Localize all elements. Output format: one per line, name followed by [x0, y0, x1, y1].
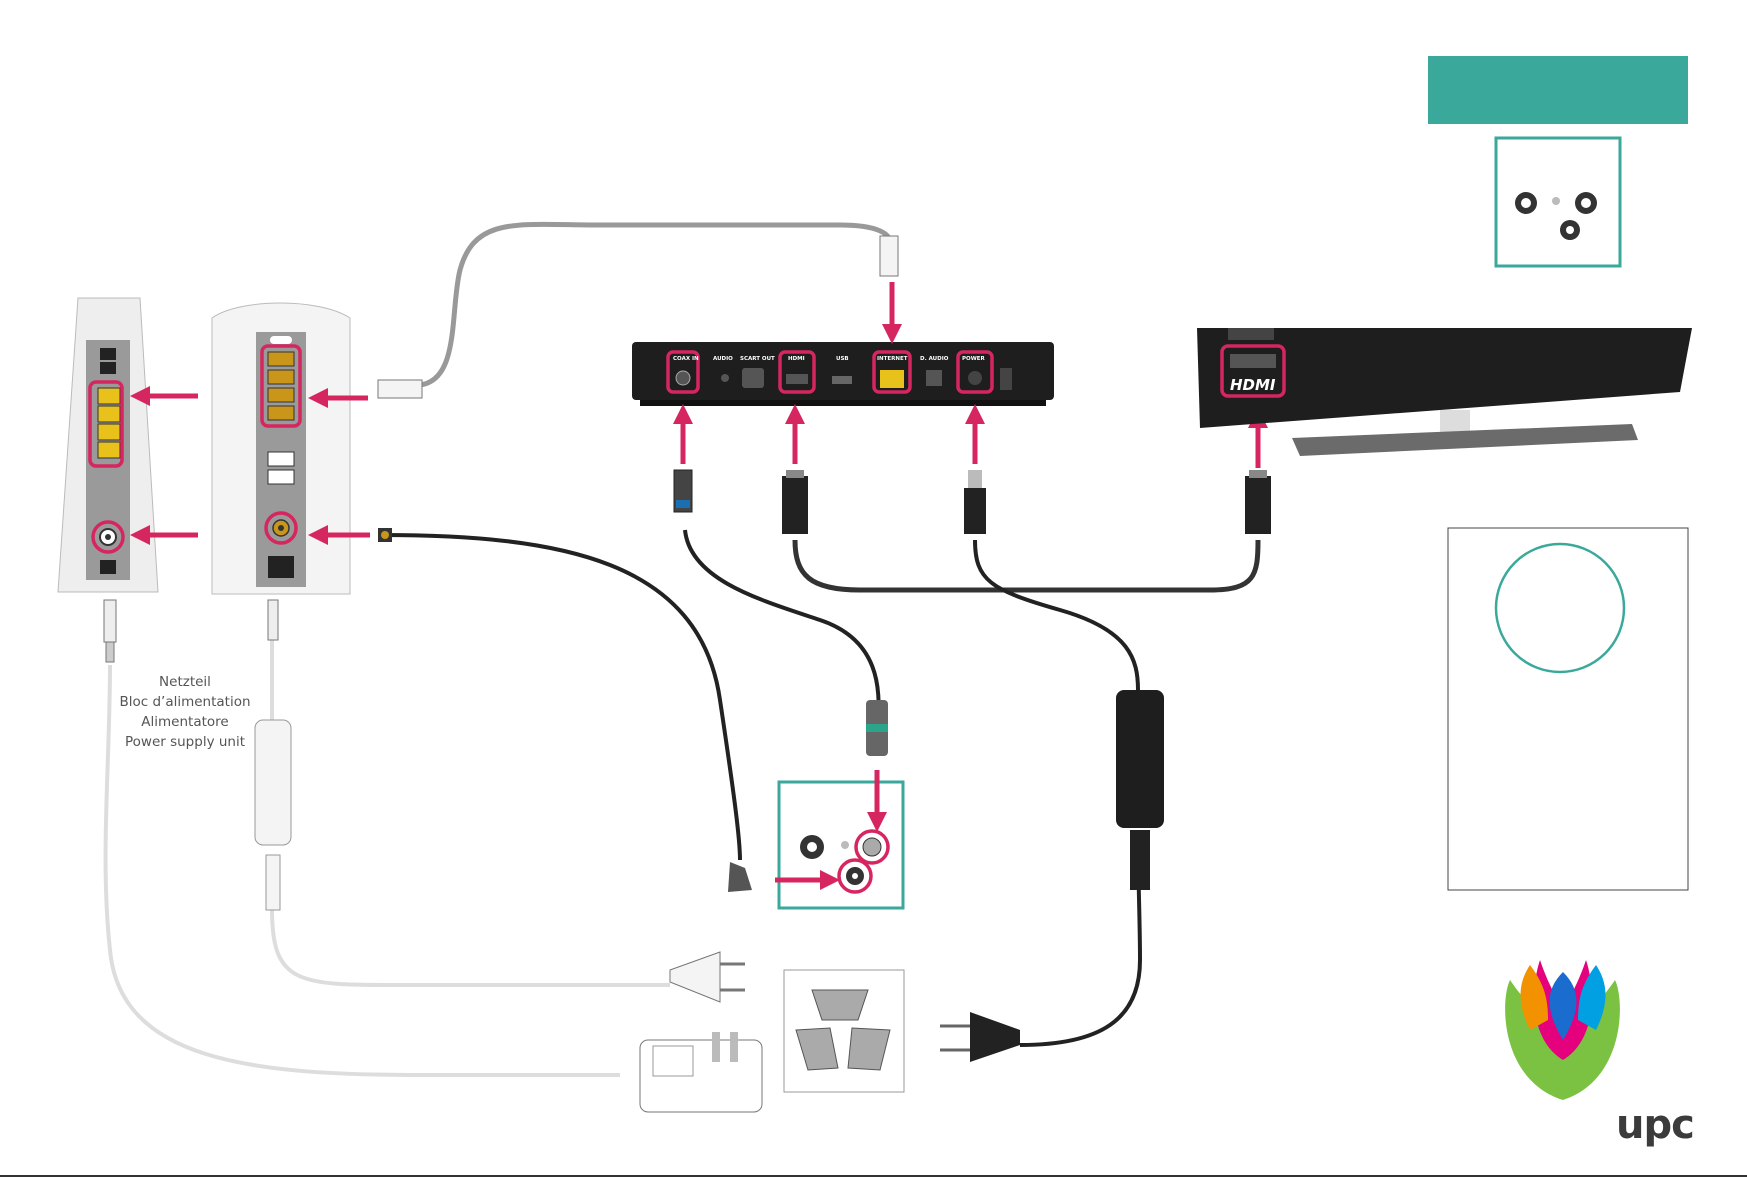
port-label-d-audio: D. AUDIO — [920, 356, 949, 362]
port-label-internet: INTERNET — [877, 356, 908, 362]
modem-device — [212, 303, 350, 910]
hdmi-cable — [795, 540, 1258, 590]
set-top-box: COAX IN AUDIO SCART OUT HDMI USB INTERNE… — [632, 342, 1054, 406]
psu-label-it: Alimentatore — [110, 712, 260, 732]
tv-multimedia-outlet-icon — [779, 782, 903, 908]
wall-adapter — [640, 1032, 762, 1112]
psu-label-fr: Bloc d’alimentation — [110, 692, 260, 712]
modem-psu-cable — [272, 910, 670, 985]
info-panel — [1448, 528, 1688, 890]
upc-logo-text: upc — [1616, 1102, 1694, 1148]
port-label-power: POWER — [962, 356, 986, 362]
port-label-coax-in: COAX IN — [673, 356, 699, 362]
router-device — [58, 298, 158, 662]
psu-label-en: Power supply unit — [110, 732, 260, 752]
coax-angle-plug — [728, 862, 752, 892]
coax-cable-stb — [685, 530, 879, 720]
swiss-wall-outlet-icon — [784, 970, 904, 1092]
psu-label: Netzteil Bloc d’alimentation Alimentator… — [110, 672, 260, 752]
port-label-usb: USB — [836, 356, 849, 362]
euro-plug-right — [940, 1012, 1020, 1062]
port-label-hdmi: HDMI — [788, 356, 805, 362]
stb-power-cable — [975, 540, 1138, 690]
stb-plugs — [674, 470, 1271, 534]
tv-hdmi-label: HDMI — [1230, 376, 1276, 394]
coax-plug — [378, 528, 392, 542]
port-label-audio: AUDIO — [713, 356, 733, 362]
psu-label-de: Netzteil — [110, 672, 260, 692]
multimedia-outlet-top — [1496, 138, 1620, 266]
stb-power-brick — [1116, 690, 1164, 828]
port-label-scart-out: SCART OUT — [740, 356, 775, 362]
teal-header-box — [1428, 56, 1688, 124]
coax-cable-modem — [380, 535, 740, 860]
euro-plug-left — [670, 952, 745, 1002]
upc-flower-logo: upc — [1505, 960, 1694, 1148]
stb-power-cable-lower — [1020, 830, 1140, 1045]
tv: HDMI — [1197, 328, 1692, 456]
